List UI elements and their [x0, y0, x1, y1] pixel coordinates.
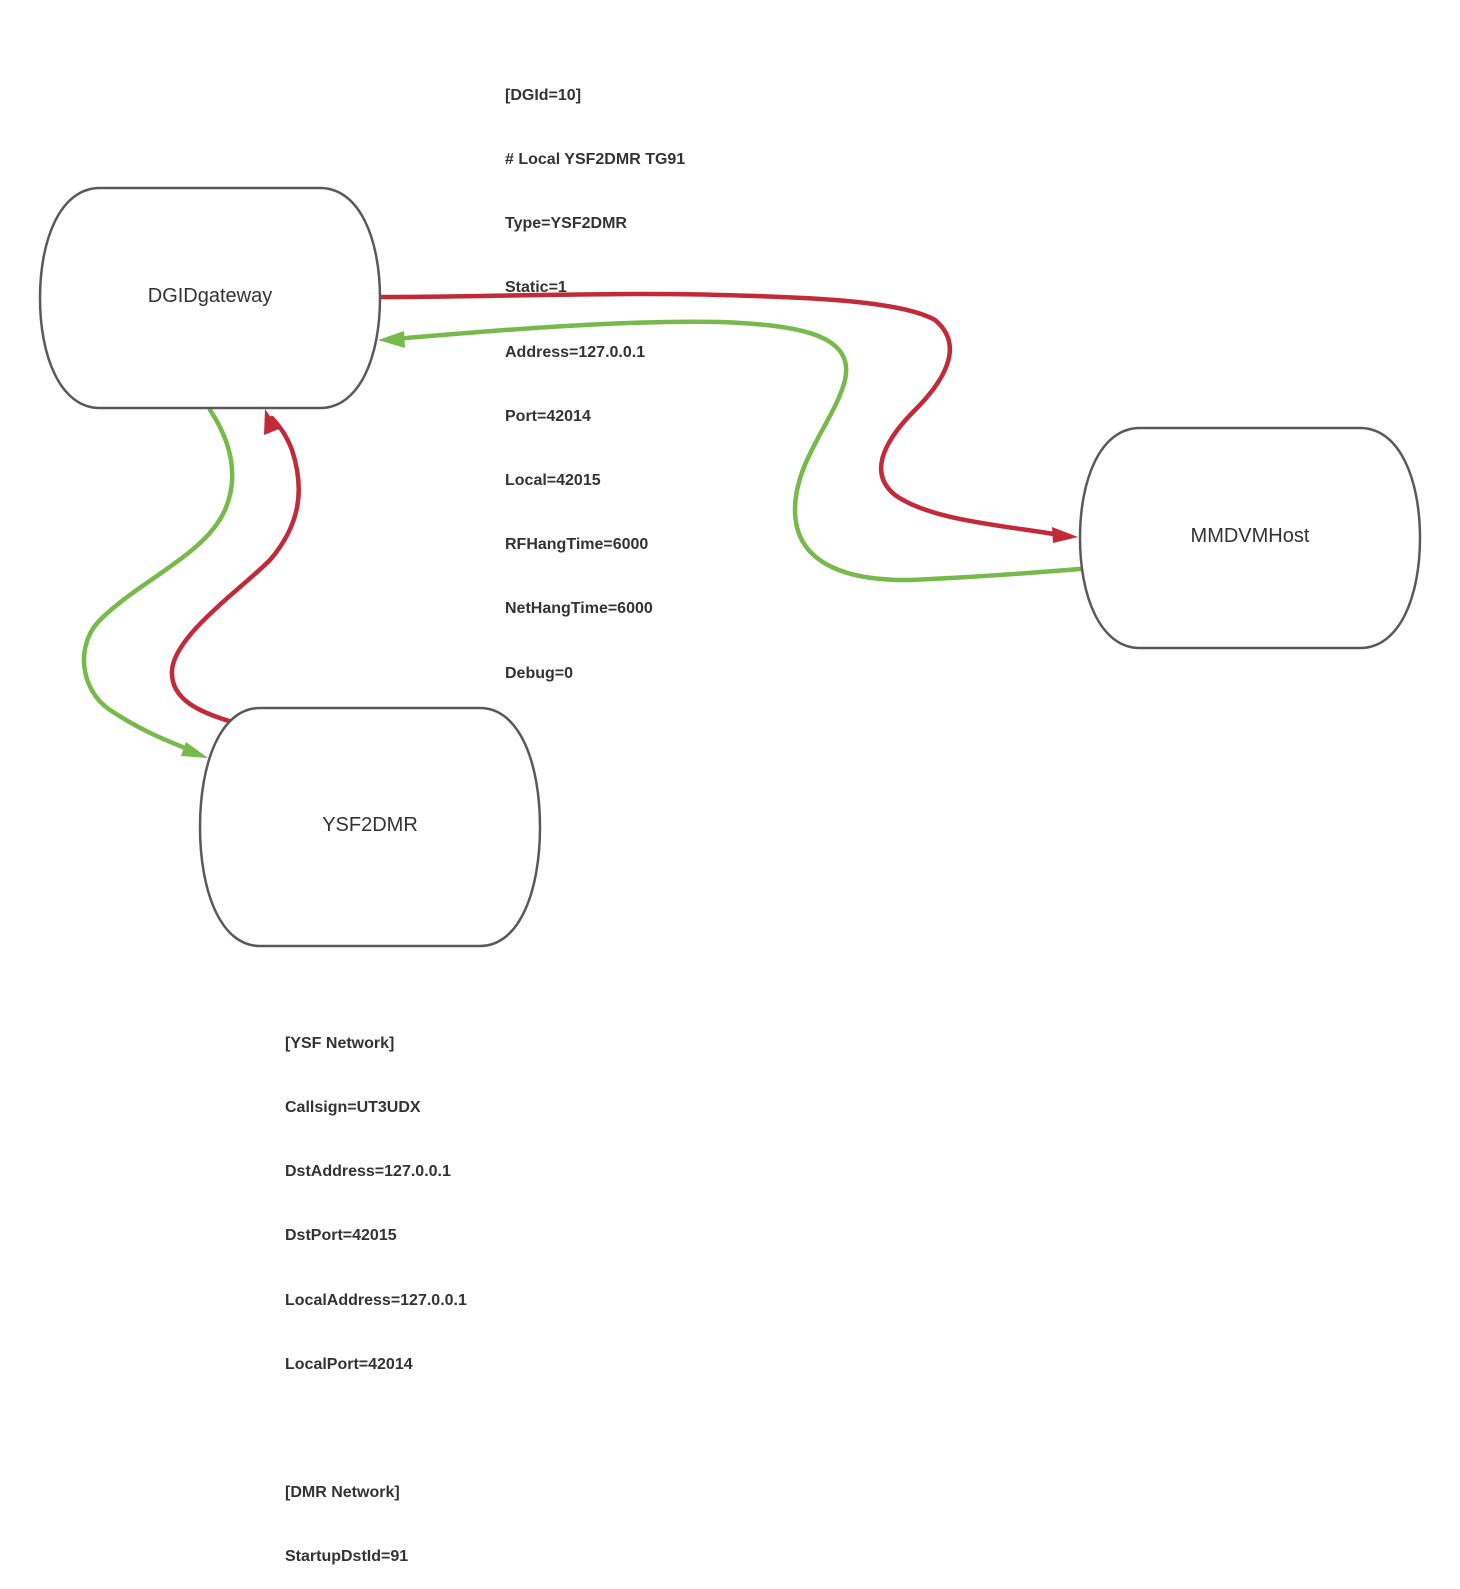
node-mmdvmhost[interactable]: MMDVMHost — [1078, 426, 1422, 650]
node-label: DGIDgateway — [148, 285, 273, 307]
config-line: Address=127.0.0.1 — [505, 343, 646, 361]
arrow-head-icon — [181, 742, 208, 758]
config-line: NetHangTime=6000 — [505, 600, 653, 618]
config-line: StartupDstId=91 — [285, 1548, 409, 1566]
config-line: Callsign=UT3UDX — [285, 1099, 421, 1117]
edge-path-red[interactable] — [169, 415, 301, 725]
edge-dgid-to-mmdvm[interactable] — [379, 291, 1078, 543]
node-ysf2dmr[interactable]: YSF2DMR — [198, 706, 542, 948]
config-line: [DMR Network] — [285, 1484, 400, 1502]
config-line: Debug=0 — [505, 664, 574, 682]
config-line-blank — [285, 1418, 467, 1439]
arrow-head-icon — [378, 331, 405, 348]
config-line: LocalPort=42014 — [285, 1355, 413, 1373]
arrow-head-icon — [1052, 527, 1078, 543]
edge-path-green[interactable] — [81, 407, 235, 753]
node-shape — [198, 706, 542, 948]
config-line: RFHangTime=6000 — [505, 536, 649, 554]
ysf2dmr-config-note: [YSF Network] Callsign=UT3UDX DstAddress… — [285, 990, 467, 1589]
diagram-canvas: DGIDgateway MMDVMHost YSF2DMR — [38, 186, 1422, 948]
config-line: LocalAddress=127.0.0.1 — [285, 1291, 467, 1309]
edge-path-red[interactable] — [379, 291, 1063, 538]
config-line: [YSF Network] — [285, 1034, 395, 1052]
node-label: YSF2DMR — [322, 814, 418, 836]
config-line: [DGId=10] — [505, 86, 582, 104]
config-line: Type=YSF2DMR — [505, 215, 627, 233]
arrow-head-icon — [264, 409, 279, 435]
node-label: MMDVMHost — [1191, 525, 1310, 547]
edge-path-green[interactable] — [392, 319, 1083, 583]
node-dgidgateway[interactable]: DGIDgateway — [38, 186, 382, 410]
edge-dgid-to-ysf2dmr[interactable] — [81, 407, 235, 758]
config-line: Static=1 — [505, 279, 567, 297]
edge-ysf2dmr-to-dgid[interactable] — [169, 409, 301, 725]
node-shape — [38, 186, 382, 410]
node-shape — [1078, 426, 1422, 650]
dgid-config-note: [DGId=10] # Local YSF2DMR TG91 Type=YSF2… — [505, 42, 685, 705]
config-line: Local=42015 — [505, 472, 601, 490]
config-line: DstPort=42015 — [285, 1227, 397, 1245]
config-line: Port=42014 — [505, 407, 591, 425]
edge-mmdvm-to-dgid[interactable] — [378, 319, 1083, 583]
config-line: # Local YSF2DMR TG91 — [505, 151, 686, 169]
config-line: DstAddress=127.0.0.1 — [285, 1163, 451, 1181]
